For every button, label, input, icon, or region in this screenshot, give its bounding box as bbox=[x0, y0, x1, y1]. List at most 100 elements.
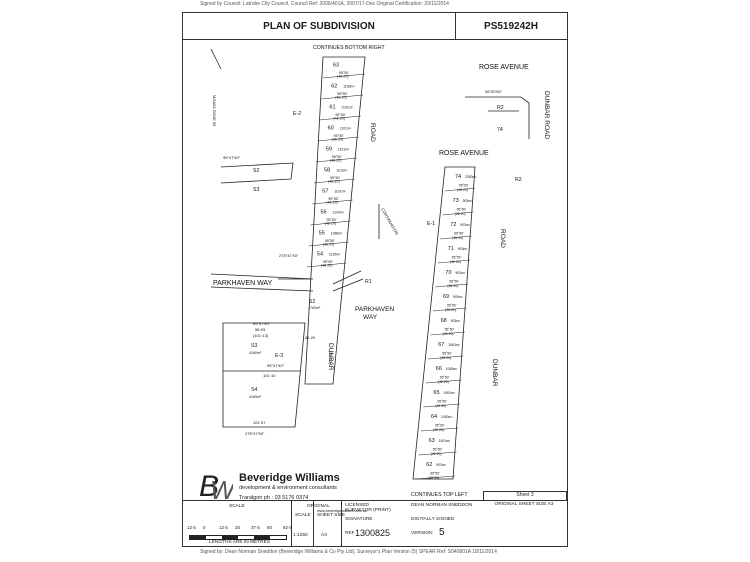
right-lot-number: 74 bbox=[455, 174, 461, 180]
right-lot-bearing: 95°50' bbox=[457, 208, 467, 212]
s2-area: 1763m² bbox=[308, 306, 321, 310]
right-lot-number: 64 bbox=[431, 414, 437, 420]
left-lot-dimension: (46·20) bbox=[333, 117, 345, 121]
right-lot-bearing: 95°50' bbox=[452, 256, 462, 260]
sheet-size-label: SHEET SIZE bbox=[317, 513, 345, 518]
right-lot-area: 903m² bbox=[460, 223, 470, 227]
right-lot-number: 68 bbox=[441, 318, 447, 324]
left-lot-boundary bbox=[315, 157, 357, 163]
right-lot-area: 1063m² bbox=[443, 391, 455, 395]
right-lot-area: 903m² bbox=[451, 319, 461, 323]
left-lot-boundary bbox=[314, 178, 355, 184]
dunbar-left-label: DUNBAR bbox=[327, 343, 334, 371]
left-lot-boundary bbox=[317, 136, 359, 142]
right-lot-number: 70 bbox=[445, 270, 451, 276]
left-lot-boundary bbox=[312, 199, 353, 205]
left-lot-number: 61 bbox=[329, 104, 335, 110]
scale-tick-label: 12·5 bbox=[219, 525, 228, 530]
right-lot-number: 67 bbox=[438, 342, 444, 348]
right-lot-number: 63 bbox=[429, 438, 435, 444]
right-lot-boundary bbox=[423, 403, 460, 408]
left-lot-dimension: (46·20) bbox=[335, 96, 347, 100]
right-lot-number: 65 bbox=[433, 390, 439, 396]
right-lot-boundary bbox=[416, 475, 455, 480]
left-lot-area: 1086m² bbox=[331, 231, 343, 235]
left-lot-boundary bbox=[308, 241, 349, 247]
company-name: Beveridge Williams bbox=[239, 472, 340, 484]
s3-lower-label: S3 bbox=[251, 343, 257, 349]
right-lot-area: 903m² bbox=[463, 199, 473, 203]
right-lot-area: 903m² bbox=[458, 247, 468, 251]
s4-area: 4169m² bbox=[249, 395, 262, 399]
bearing-label-c: 96°00'50" bbox=[485, 89, 503, 94]
parkhaven-way-right-label-2: WAY bbox=[363, 314, 378, 321]
left-lot-bearing: 95°50' bbox=[330, 176, 340, 180]
right-lot-boundary bbox=[435, 283, 469, 288]
right-lot-number: 72 bbox=[450, 222, 456, 228]
bearing-label-b: 275°47'40" bbox=[279, 253, 299, 258]
right-lot-area: 1063m² bbox=[441, 415, 453, 419]
left-lot-dimension: (46·20) bbox=[330, 159, 342, 163]
right-lot-dimension: (46·20) bbox=[455, 212, 466, 216]
left-lot-boundary bbox=[319, 115, 361, 121]
s2-lower-label: S2 bbox=[309, 299, 315, 305]
scale-tick-label: 12·5 bbox=[187, 525, 196, 530]
left-lot-bearing: 95°50' bbox=[334, 134, 344, 138]
left-lot-bearing: 95°50' bbox=[335, 113, 345, 117]
scale-bar-graphic bbox=[189, 535, 287, 540]
right-lot-dimension: (46·20) bbox=[457, 188, 468, 192]
right-lot-dimension: (46·20) bbox=[450, 260, 461, 264]
right-lot-dimension: (46·20) bbox=[428, 476, 439, 480]
rose-avenue-top-label: ROSE AVENUE bbox=[479, 64, 529, 71]
sheet-size-cell: ORIGINAL SHEET SIZE A3 bbox=[307, 501, 345, 547]
original-label: ORIGINAL bbox=[307, 504, 330, 509]
left-lot-number: 63 bbox=[333, 62, 339, 68]
left-lot-number: 59 bbox=[326, 146, 332, 152]
continues-top-left-label: CONTINUES TOP LEFT bbox=[411, 492, 468, 498]
continuation-label: CONTINUATION bbox=[380, 207, 399, 236]
scale-units-label: LENGTHS ARE IN METRES bbox=[209, 540, 271, 545]
scale-value-cell: SCALE 1:1250 bbox=[291, 501, 314, 547]
right-lot-boundary bbox=[444, 187, 476, 192]
left-lot-dimension: (46·20) bbox=[323, 243, 335, 247]
s3-label: S3 bbox=[253, 187, 259, 193]
left-lot-number: 62 bbox=[331, 83, 337, 89]
left-lot-bearing: 95°50' bbox=[323, 260, 333, 264]
right-lot-dimension: (46·20) bbox=[433, 428, 444, 432]
left-lot-area: 1125m² bbox=[329, 252, 341, 256]
right-lot-area: 903m² bbox=[455, 271, 465, 275]
scale-tick-label: 25 bbox=[235, 525, 240, 530]
scale-tick-label: 50 bbox=[267, 525, 272, 530]
bottom-signature-note: Signed by: Dean Norman Sneddon (Beveridg… bbox=[200, 549, 497, 555]
right-lot-dimension: (46·20) bbox=[443, 332, 454, 336]
lot-74-top-label: 74 bbox=[497, 127, 503, 133]
right-lot-area: 903m² bbox=[453, 295, 463, 299]
mga-zone-label: MGA94 ZONE 55 bbox=[212, 95, 217, 127]
right-lot-area: 2393m² bbox=[465, 175, 477, 179]
right-lot-boundary bbox=[442, 211, 474, 216]
left-lot-bearing: 95°50' bbox=[337, 92, 347, 96]
right-lot-number: 62 bbox=[426, 462, 432, 468]
scale-tick-label: 37·5 bbox=[251, 525, 260, 530]
left-lot-number: 55 bbox=[319, 230, 325, 236]
right-lot-boundary bbox=[430, 331, 465, 336]
right-lot-number: 66 bbox=[436, 366, 442, 372]
plan-sheet: PLAN OF SUBDIVISION PS519242H bbox=[182, 12, 568, 547]
bearing-label-d: 275°47'50" bbox=[245, 431, 265, 436]
left-lot-number: 60 bbox=[328, 125, 334, 131]
scale-value: 1:1250 bbox=[293, 533, 308, 538]
dimension-f: (42·20) bbox=[328, 351, 333, 365]
right-lot-bearing: 95°50' bbox=[437, 400, 447, 404]
svg-text:W: W bbox=[210, 475, 233, 502]
left-lot-bearing: 95°50' bbox=[328, 197, 338, 201]
right-lot-boundary bbox=[420, 427, 459, 432]
dunbar-road-top-label: DUNBAR ROAD bbox=[543, 91, 550, 139]
right-lot-area: 1063m² bbox=[446, 367, 458, 371]
right-lot-dimension: (46·20) bbox=[440, 356, 451, 360]
left-lot-bearing: 95°50' bbox=[332, 155, 342, 159]
left-lot-area: 1101m² bbox=[334, 189, 346, 193]
left-lot-dimension: (46·20) bbox=[321, 264, 333, 268]
